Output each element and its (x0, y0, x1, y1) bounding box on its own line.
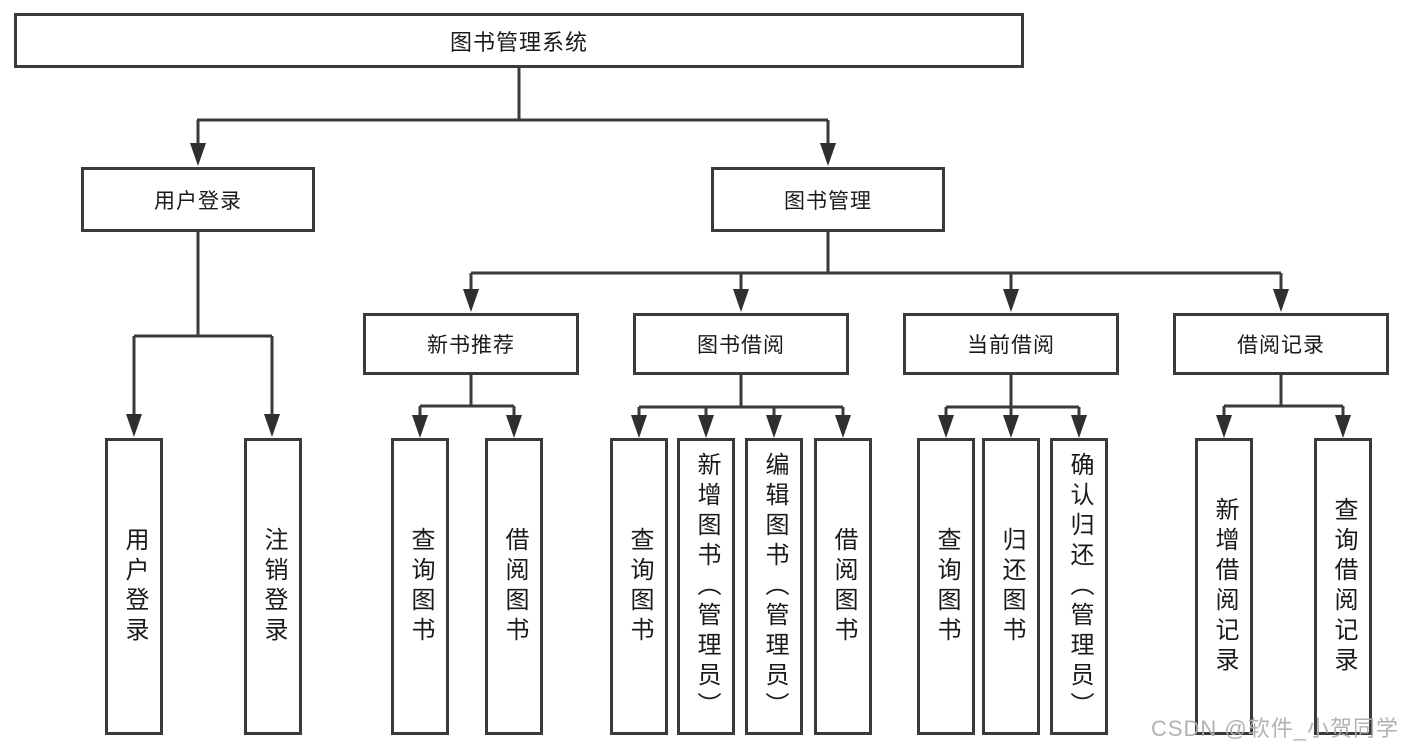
leaf-return-books: 归还图书 (982, 438, 1040, 735)
node-book-management-label: 图书管理 (784, 189, 872, 213)
leaf-confirm-return-admin: 确认归还（管理员） (1050, 438, 1108, 735)
leaf-query-books-2-label: 查询图书 (626, 526, 653, 647)
connector-segments (132, 68, 1345, 432)
arrowhead-icons (126, 143, 1351, 438)
leaf-edit-books-admin: 编辑图书（管理员） (745, 438, 803, 735)
leaf-query-borrow-record: 查询借阅记录 (1314, 438, 1372, 735)
node-book-management: 图书管理 (711, 167, 945, 232)
leaf-add-borrow-record: 新增借阅记录 (1195, 438, 1253, 735)
leaf-confirm-return-admin-label: 确认归还（管理员） (1066, 451, 1093, 722)
leaf-edit-books-admin-label: 编辑图书（管理员） (761, 451, 788, 722)
leaf-borrow-books-2-label: 借阅图书 (830, 526, 857, 647)
leaf-query-books-3-label: 查询图书 (933, 526, 960, 647)
node-current-borrowing: 当前借阅 (903, 313, 1119, 375)
node-book-borrowing: 图书借阅 (633, 313, 849, 375)
node-new-book-recommendation-label: 新书推荐 (427, 334, 515, 357)
leaf-add-borrow-record-label: 新增借阅记录 (1211, 496, 1238, 677)
node-library-management-system: 图书管理系统 (14, 13, 1024, 68)
leaf-user-login-label: 用户登录 (121, 526, 148, 647)
leaf-user-login: 用户登录 (105, 438, 163, 735)
leaf-borrow-books-2: 借阅图书 (814, 438, 872, 735)
leaf-add-books-admin-label: 新增图书（管理员） (693, 451, 720, 722)
node-borrowing-records: 借阅记录 (1173, 313, 1389, 375)
leaf-logout: 注销登录 (244, 438, 302, 735)
leaf-query-books-2: 查询图书 (610, 438, 668, 735)
node-book-borrowing-label: 图书借阅 (697, 334, 785, 357)
node-library-management-system-label: 图书管理系统 (449, 29, 588, 55)
node-user-login: 用户登录 (81, 167, 315, 232)
leaf-logout-label: 注销登录 (260, 526, 287, 647)
node-new-book-recommendation: 新书推荐 (363, 313, 579, 375)
leaf-borrow-books-1: 借阅图书 (485, 438, 543, 735)
leaf-borrow-books-1-label: 借阅图书 (501, 526, 528, 647)
leaf-add-books-admin: 新增图书（管理员） (677, 438, 735, 735)
csdn-watermark: CSDN @软件_小贺同学 (1150, 716, 1399, 741)
leaf-query-borrow-record-label: 查询借阅记录 (1330, 496, 1357, 677)
leaf-query-books-3: 查询图书 (917, 438, 975, 735)
leaf-return-books-label: 归还图书 (998, 526, 1025, 647)
node-current-borrowing-label: 当前借阅 (967, 334, 1055, 357)
node-borrowing-records-label: 借阅记录 (1237, 334, 1325, 357)
leaf-query-books-1-label: 查询图书 (407, 526, 434, 647)
node-user-login-label: 用户登录 (154, 189, 242, 213)
leaf-query-books-1: 查询图书 (391, 438, 449, 735)
